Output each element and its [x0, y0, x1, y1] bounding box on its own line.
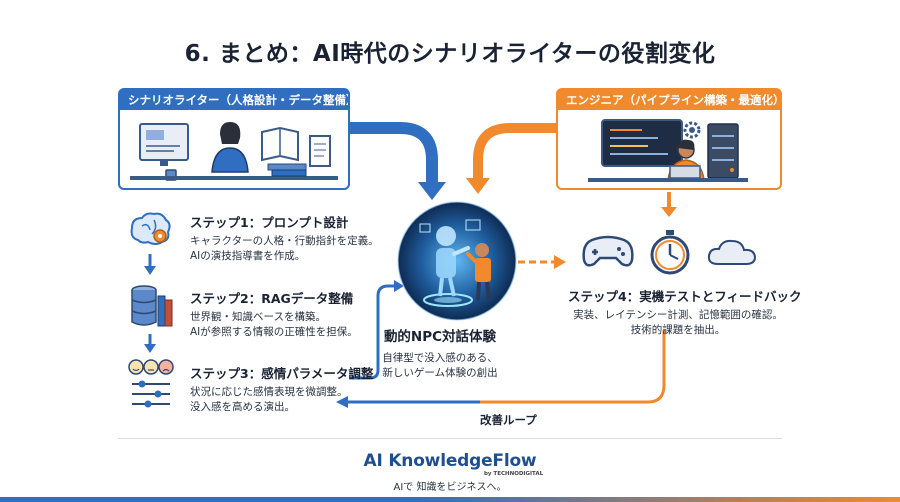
brain-gear-icon — [128, 210, 174, 250]
scenario-writer-illustration — [120, 110, 348, 188]
step1-text: ステップ1：プロンプト設計 キャラクターの人格・行動指針を定義。 AIの演技指導… — [190, 212, 379, 264]
engineer-to-center-arrow — [473, 123, 556, 180]
loop-orange-path — [480, 330, 666, 404]
center-desc: 自律型で没入感のある、 新しいゲーム体験の創出 — [370, 351, 510, 381]
npc-hologram — [396, 200, 518, 322]
engineer-arrowhead — [466, 178, 490, 194]
step1-desc-line-2: AIの演技指導書を作成。 — [190, 250, 306, 262]
step3-to-center-arrow — [350, 284, 396, 380]
step3-title: ステップ3：感情パラメータ調整 — [190, 366, 374, 381]
center-desc-line-2: 新しいゲーム体験の創出 — [382, 367, 498, 379]
cloud-icon — [706, 236, 758, 268]
step3-desc-line-1: 状況に応じた感情表現を微調整。 — [190, 386, 348, 398]
step3-desc-line-2: 没入感を高める演出。 — [190, 401, 295, 413]
center-label: 動的NPC対話体験 自律型で没入感のある、 新しいゲーム体験の創出 — [370, 325, 510, 381]
step3-desc: 状況に応じた感情表現を微調整。 没入感を高める演出。 — [190, 385, 373, 415]
step2-desc: 世界観・知識ベースを構築。 AIが参照する情報の正確性を担保。 — [190, 310, 358, 340]
gamepad-icon — [582, 234, 634, 270]
tagline: AIで 知識をビジネスへ。 — [393, 482, 507, 493]
center-desc-line-1: 自律型で没入感のある、 — [382, 352, 498, 364]
center-title: 動的NPC対話体験 — [383, 329, 497, 345]
scenario-writer-box: シナリオライター（人格設計・データ整備） — [118, 88, 350, 190]
step2-title: ステップ2：RAGデータ整備 — [190, 291, 354, 306]
step1-title: ステップ1：プロンプト設計 — [190, 215, 349, 230]
step4-desc: 実装、レイテンシー計測、記憶範囲の確認。 技術的課題を抽出。 — [568, 308, 788, 338]
engineer-scene-icon — [588, 119, 748, 182]
step4-desc-line-2: 技術的課題を抽出。 — [630, 324, 726, 336]
stopwatch-icon — [648, 228, 692, 276]
npc-robot-icon — [397, 201, 517, 321]
writer-to-center-arrow — [350, 122, 438, 185]
engineer-illustration — [558, 110, 780, 188]
footer-divider — [118, 438, 782, 439]
page-title: 6. まとめ：AI時代のシナリオライターの役割変化 — [184, 41, 716, 67]
engineer-down-arrowhead — [661, 207, 677, 217]
brand-logo: AI KnowledgeFlow — [363, 451, 537, 471]
step2-desc-line-2: AIが参照する情報の正確性を担保。 — [190, 326, 358, 338]
writer-scene-icon — [130, 122, 338, 181]
writer-arrowhead — [418, 182, 446, 200]
engineer-label: エンジニア（パイプライン構築・最適化） — [558, 90, 780, 110]
database-books-icon — [128, 282, 174, 330]
loop-arrowhead — [336, 396, 348, 408]
step4-text: ステップ4：実機テストとフィードバック 実装、レイテンシー計測、記憶範囲の確認。… — [568, 286, 802, 338]
step1-desc: キャラクターの人格・行動指針を定義。 AIの演技指導書を作成。 — [190, 234, 379, 264]
step4-desc-line-1: 実装、レイテンシー計測、記憶範囲の確認。 — [573, 309, 783, 321]
center-to-step4-arrowhead — [554, 255, 566, 269]
step3-text: ステップ3：感情パラメータ調整 状況に応じた感情表現を微調整。 没入感を高める演… — [190, 363, 373, 415]
scenario-writer-label: シナリオライター（人格設計・データ整備） — [120, 90, 348, 110]
step4-title: ステップ4：実機テストとフィードバック — [568, 289, 802, 304]
step2-text: ステップ2：RAGデータ整備 世界観・知識ベースを構築。 AIが参照する情報の正… — [190, 288, 358, 340]
step1-to-2-arrowhead — [144, 266, 156, 275]
improvement-loop-label: 改善ループ — [480, 413, 537, 427]
brand-sub: by TECHNODIGITAL — [484, 471, 544, 477]
emotion-sliders-icon — [128, 358, 174, 410]
bottom-accent-bar — [0, 497, 900, 502]
step1-desc-line-1: キャラクターの人格・行動指針を定義。 — [190, 235, 379, 247]
step3-to-center-arrowhead — [394, 280, 404, 292]
step2-to-3-arrowhead — [144, 344, 156, 353]
step2-desc-line-1: 世界観・知識ベースを構築。 — [190, 311, 326, 323]
engineer-box: エンジニア（パイプライン構築・最適化） — [556, 88, 782, 190]
